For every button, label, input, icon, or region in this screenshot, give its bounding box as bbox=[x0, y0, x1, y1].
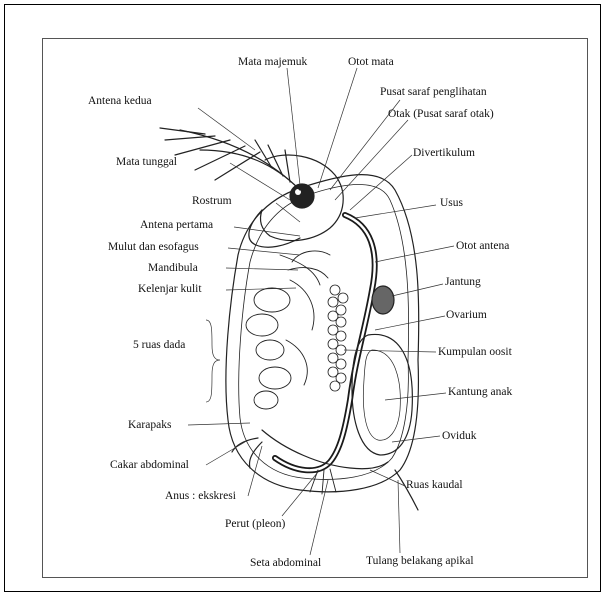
label-usus: Usus bbox=[440, 197, 463, 210]
label-mata-majemuk: Mata majemuk bbox=[238, 56, 307, 69]
label-kantung-anak: Kantung anak bbox=[448, 386, 512, 399]
label-otot-antena: Otot antena bbox=[456, 240, 509, 253]
label-perut: Perut (pleon) bbox=[225, 518, 285, 531]
label-oviduk: Oviduk bbox=[442, 430, 477, 443]
label-jantung: Jantung bbox=[445, 276, 481, 289]
label-anus: Anus : ekskresi bbox=[165, 490, 236, 503]
label-mata-tunggal: Mata tunggal bbox=[116, 156, 177, 169]
compound-eye bbox=[290, 184, 314, 208]
label-otot-mata: Otot mata bbox=[348, 56, 394, 69]
carapace-outline bbox=[226, 175, 419, 492]
thoracic-legs bbox=[246, 251, 330, 409]
label-antena-kedua: Antena kedua bbox=[88, 95, 152, 108]
oocyte-cluster bbox=[328, 285, 348, 391]
label-mulut-esofagus: Mulut dan esofagus bbox=[108, 241, 199, 254]
label-cakar-abdominal: Cakar abdominal bbox=[110, 459, 189, 472]
label-divertikulum: Divertikulum bbox=[413, 147, 475, 160]
heart bbox=[372, 286, 394, 314]
label-rostrum: Rostrum bbox=[192, 195, 232, 208]
label-antena-pertama: Antena pertama bbox=[140, 219, 213, 232]
label-tulang-belakang-apikal: Tulang belakang apikal bbox=[366, 555, 474, 568]
label-otak: Otak (Pusat saraf otak) bbox=[388, 108, 494, 121]
label-kelenjar-kulit: Kelenjar kulit bbox=[138, 283, 202, 296]
label-pusat-saraf-penglihatan: Pusat saraf penglihatan bbox=[380, 86, 487, 99]
label-karapaks: Karapaks bbox=[128, 419, 171, 432]
label-seta-abdominal: Seta abdominal bbox=[250, 557, 321, 570]
label-ruas-dada: 5 ruas dada bbox=[133, 339, 185, 352]
label-ovarium: Ovarium bbox=[446, 309, 487, 322]
label-ruas-kaudal: Ruas kaudal bbox=[406, 479, 463, 492]
label-mandibula: Mandibula bbox=[148, 262, 198, 275]
label-kumpulan-oosit: Kumpulan oosit bbox=[438, 346, 512, 359]
